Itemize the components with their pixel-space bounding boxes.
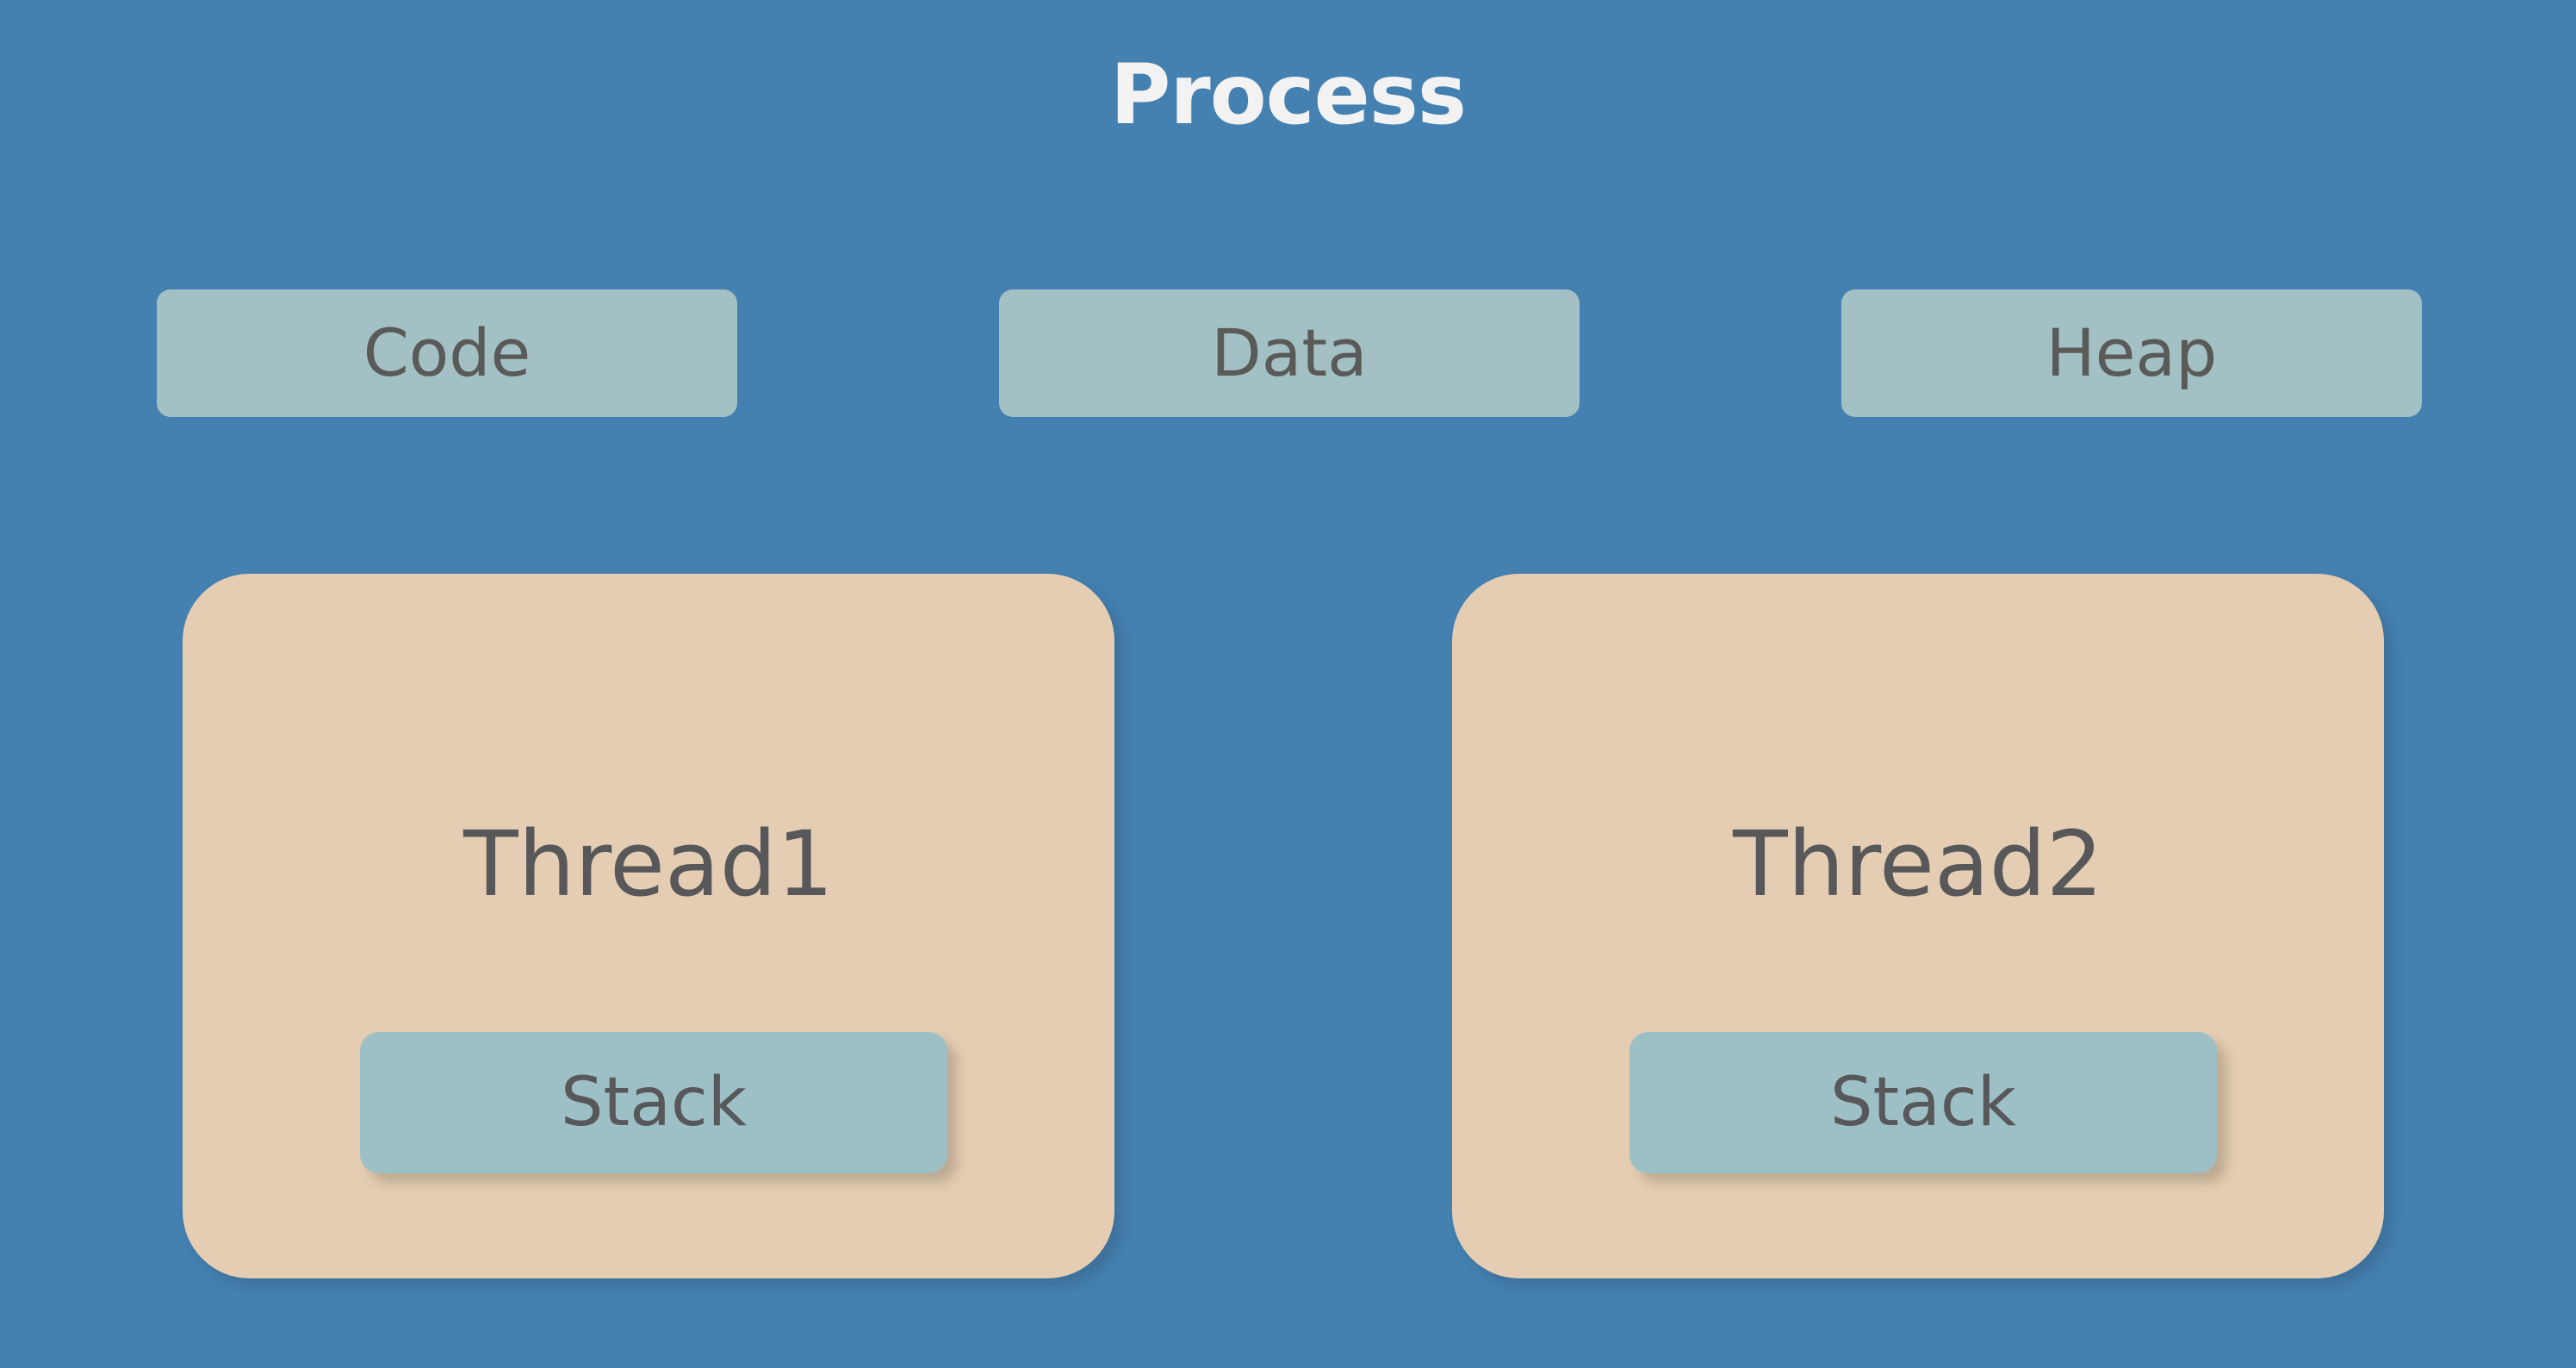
- segment-label-data: Data: [1211, 314, 1368, 391]
- stack-label-thread-2: Stack: [1830, 1064, 2016, 1141]
- thread-label-2: Thread2: [1733, 811, 2103, 917]
- stack-box-thread-2: Stack: [1629, 1032, 2217, 1173]
- thread-box-2: Thread2 Stack: [1452, 574, 2384, 1278]
- segment-label-heap: Heap: [2045, 314, 2218, 391]
- segment-box-heap: Heap: [1841, 289, 2422, 417]
- stack-label-thread-1: Stack: [561, 1064, 747, 1141]
- thread-label-1: Thread1: [463, 811, 834, 917]
- page-title: Process: [1110, 47, 1467, 143]
- segment-box-data: Data: [999, 289, 1580, 417]
- segment-box-code: Code: [157, 289, 737, 417]
- thread-box-1: Thread1 Stack: [183, 574, 1114, 1278]
- segment-label-code: Code: [363, 314, 531, 391]
- stack-box-thread-1: Stack: [360, 1032, 947, 1173]
